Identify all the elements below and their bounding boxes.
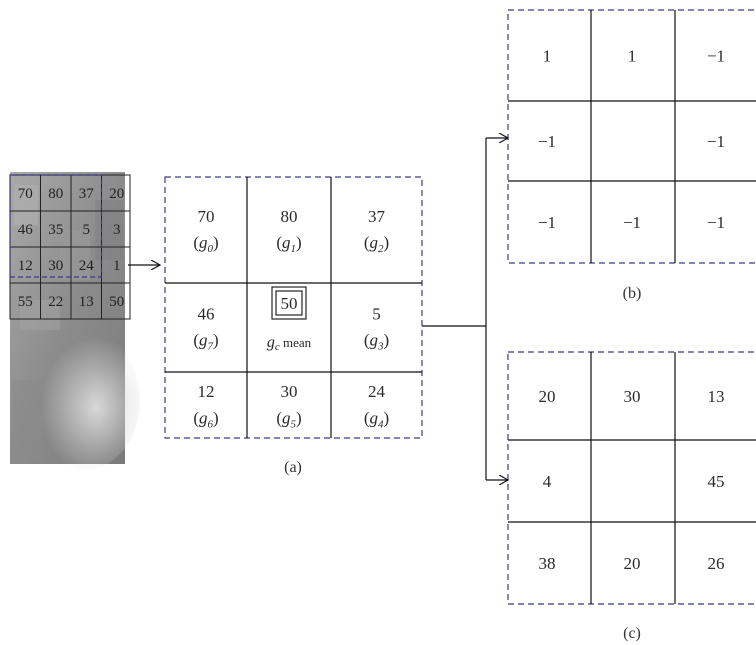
image-pixel-value: 30 [48,258,63,274]
cell-value: 46 [198,305,215,324]
panel-b: 1 1 −1 −1 −1 −1 −1 −1 (b) [507,9,756,302]
panel-b-cell-value: 1 [628,47,637,66]
image-pixel-value: 37 [79,186,95,202]
panel-a-caption: (a) [284,459,302,476]
panel-b-cell-value: −1 [538,213,556,232]
panel-c-cell-value: 13 [708,387,725,406]
panel-b-cell-value: −1 [707,213,725,232]
panel-a-border [164,176,423,439]
cell-value: 80 [281,207,298,226]
center-label: gc mean [267,334,312,353]
panel-c-cell-value: 26 [708,554,725,573]
image-pixel-value: 22 [48,294,63,310]
image-pixel-value: 80 [48,186,63,202]
panel-b-cell-value: −1 [707,132,725,151]
cell-value: 12 [198,382,215,401]
cell-value: 24 [368,382,386,401]
image-pixel-value: 46 [18,222,34,238]
image-pixel-grid: 70 80 37 20 46 35 5 3 12 30 24 1 55 22 13 50 [9,174,131,320]
panel-a: 70 (g0) 80 (g1) 37 (g2) 46 (g7) 50 gc mean 5 (g3) 12… [164,176,423,476]
center-value: 50 [281,294,298,313]
cell-value: 70 [198,207,215,226]
panel-b-cell-value: −1 [538,132,556,151]
cell-value: 37 [368,207,386,226]
panel-c-cell-value: 38 [539,554,556,573]
image-pixel-value: 35 [48,222,63,238]
cell-label: (g3) [364,331,389,353]
cell-value: 30 [281,382,298,401]
image-pixel-value: 55 [18,294,33,310]
source-image: 70 80 37 20 46 35 5 3 12 30 24 1 55 22 13 50 [9,172,140,470]
panel-c-cell-value: 20 [539,387,556,406]
cell-label: (g6) [193,408,218,430]
image-pixel-value: 50 [109,294,124,310]
cell-label: (g7) [193,331,218,353]
image-pixel-value: 1 [113,258,121,274]
cell-label: (g5) [276,408,301,430]
panel-c-cell-value: 30 [624,387,641,406]
panel-b-caption: (b) [623,285,642,302]
image-pixel-value: 24 [79,258,95,274]
panel-c-caption: (c) [623,625,641,642]
center-outer-box [271,286,307,320]
cell-label: (g4) [364,408,389,430]
panel-b-cell-value: −1 [707,47,725,66]
image-pixel-value: 5 [83,222,91,238]
selection-window [9,174,103,278]
panel-c: 20 30 13 4 45 38 20 26 (c) [507,351,756,642]
panel-c-cell-value: 4 [543,472,552,491]
cell-label: (g0) [193,233,218,255]
panel-c-cell-value: 20 [624,554,641,573]
cell-value: 5 [372,305,381,324]
cell-label: (g2) [364,233,389,255]
panel-c-cell-value: 45 [708,472,725,491]
cell-label: (g1) [276,233,301,255]
panel-b-cell-value: −1 [623,213,641,232]
image-pixel-value: 70 [18,186,33,202]
connectors [128,138,508,480]
image-pixel-value: 3 [113,222,121,238]
center-inner-box [275,290,303,316]
image-pixel-value: 13 [79,294,94,310]
image-pixel-value: 20 [109,186,124,202]
image-pixel-value: 12 [18,258,33,274]
image-bright-region [30,330,140,470]
panel-b-cell-value: 1 [543,47,552,66]
